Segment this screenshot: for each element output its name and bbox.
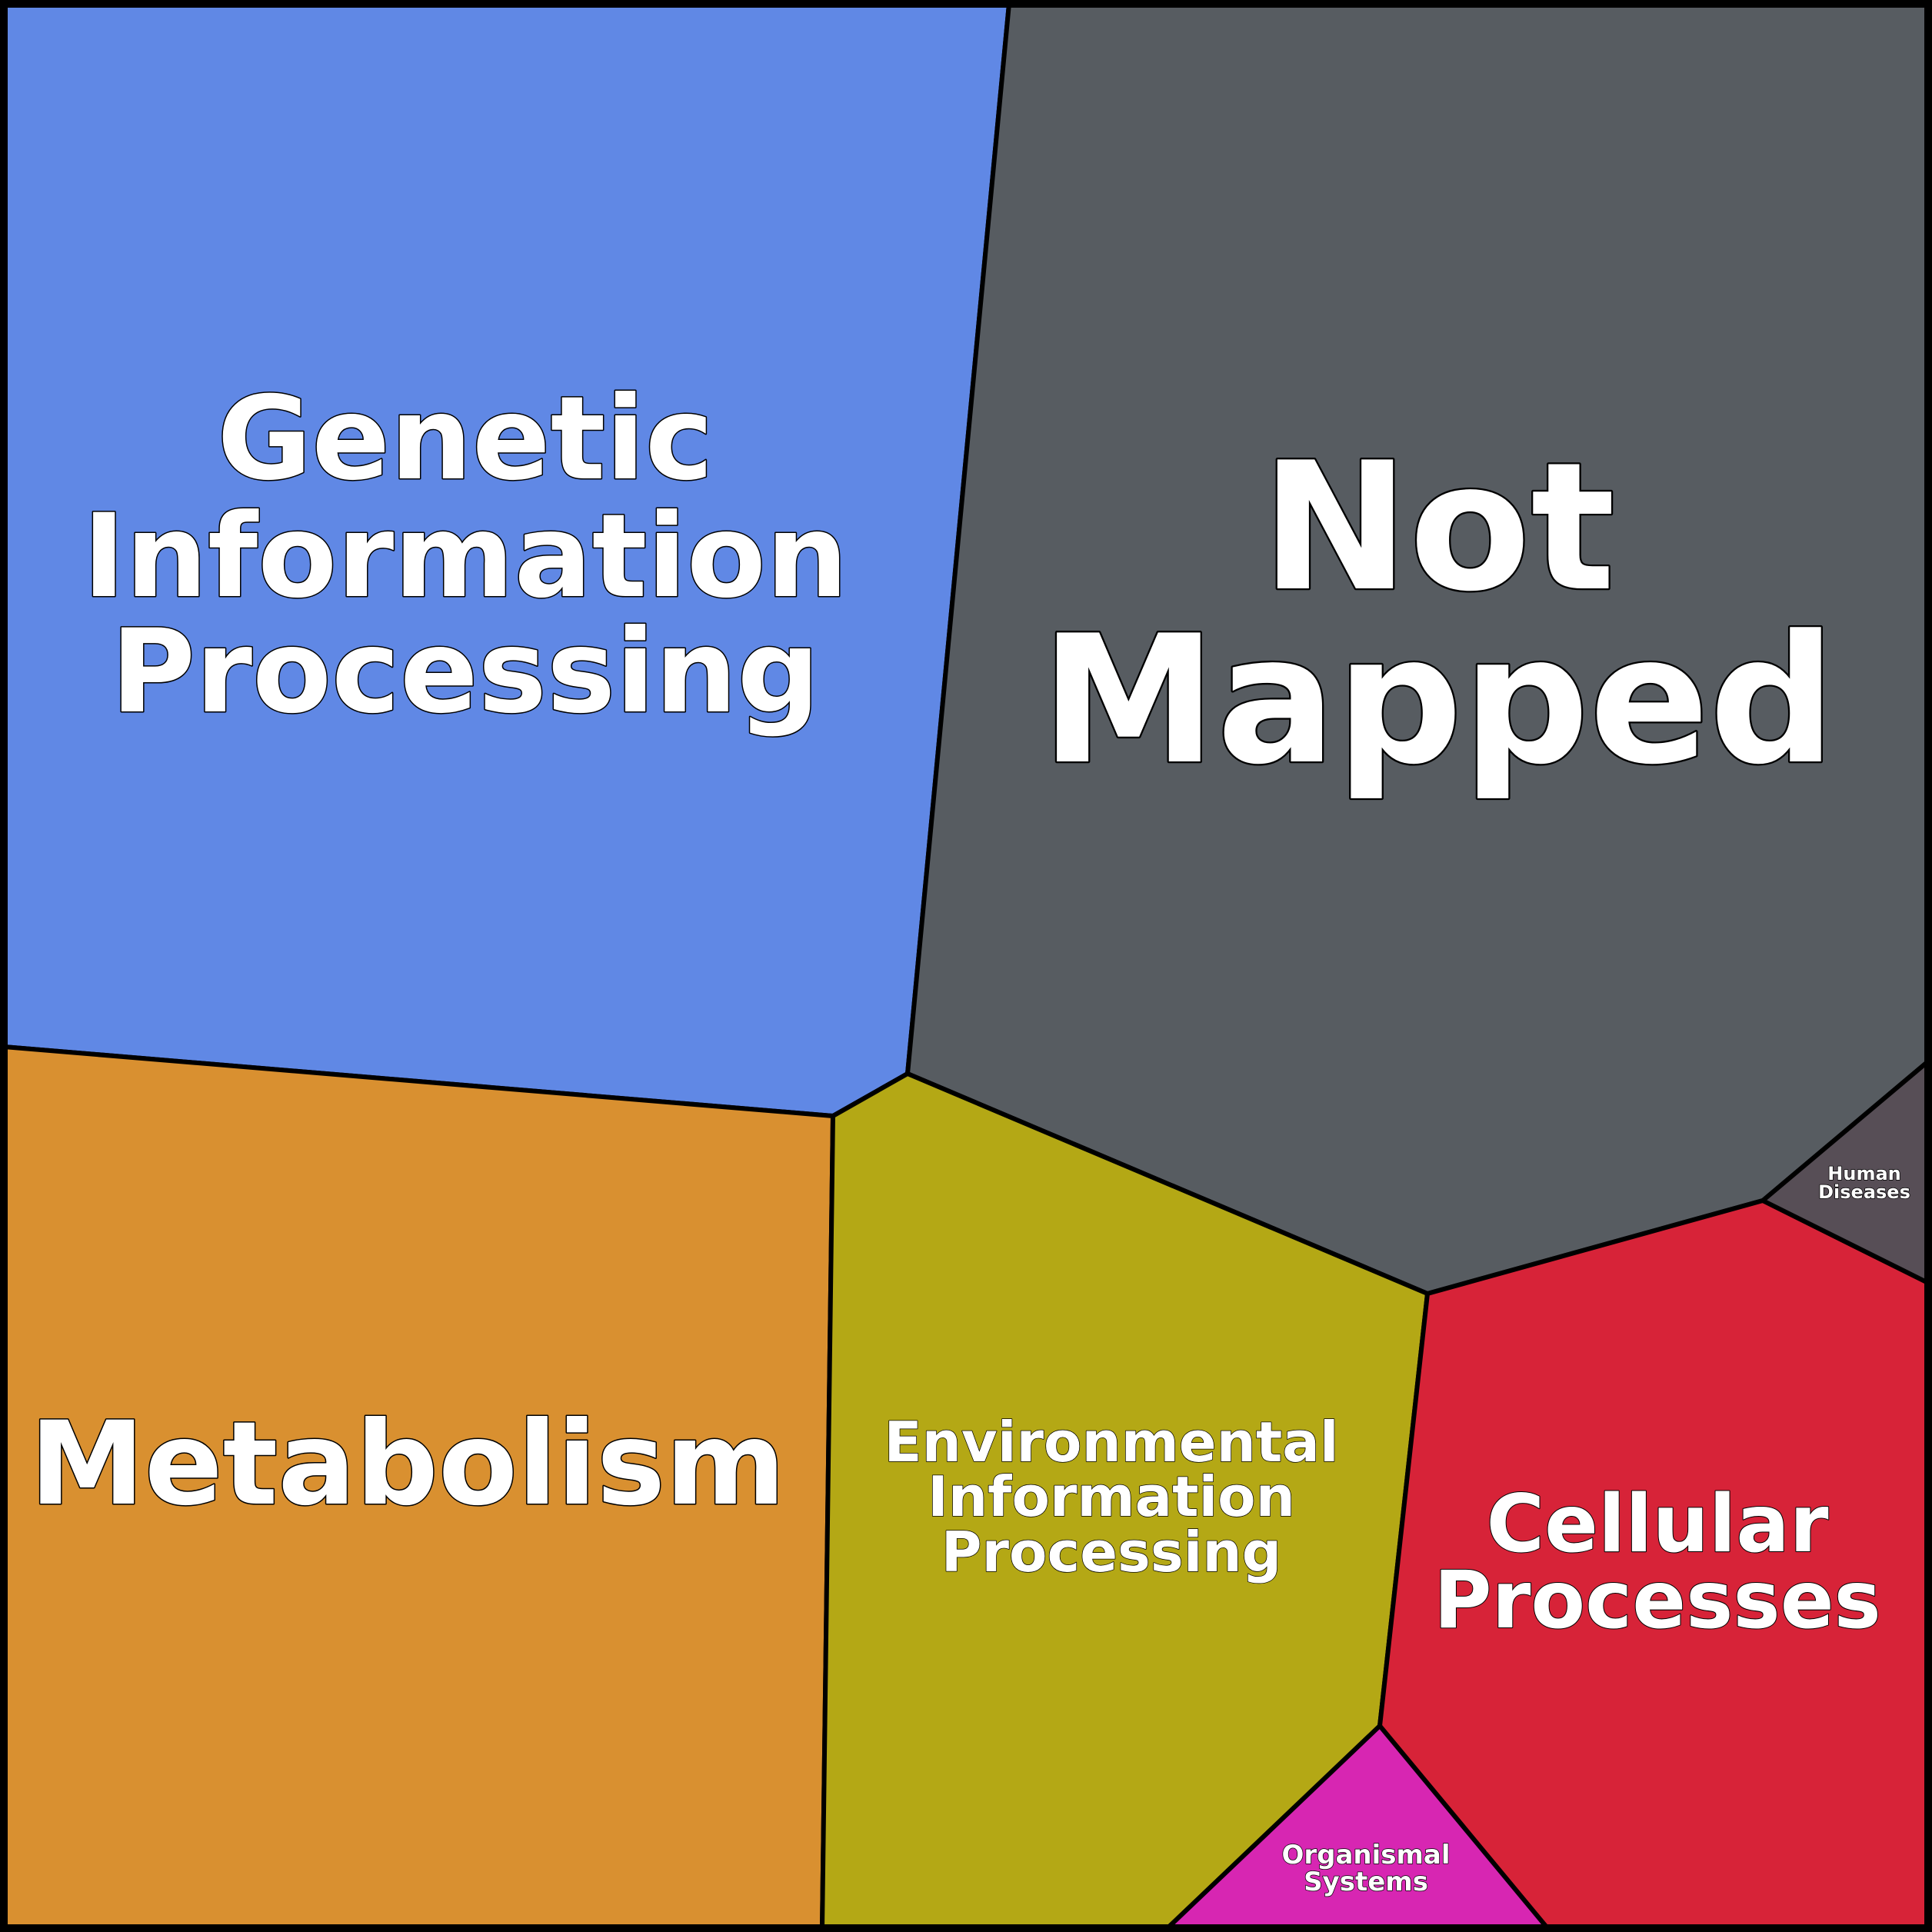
label-line: Genetic (217, 372, 713, 506)
label-line: Mapped (1041, 598, 1836, 804)
label-line: Cellular (1487, 1478, 1829, 1571)
label-line: Organismal (1281, 1840, 1450, 1870)
label-line: Information (82, 490, 848, 624)
label-line: Metabolism (30, 1397, 786, 1531)
label-line: Processing (111, 605, 820, 739)
label-metabolism: Metabolism (30, 1397, 786, 1531)
label-line: Systems (1304, 1867, 1428, 1897)
label-line: Environmental (884, 1410, 1338, 1474)
label-line: Information (928, 1464, 1295, 1529)
label-line: Processing (941, 1520, 1281, 1584)
label-line: Diseases (1818, 1181, 1910, 1203)
label-line: Processes (1434, 1554, 1881, 1647)
label-line: Not (1261, 425, 1615, 631)
label-line: Human (1827, 1163, 1900, 1184)
